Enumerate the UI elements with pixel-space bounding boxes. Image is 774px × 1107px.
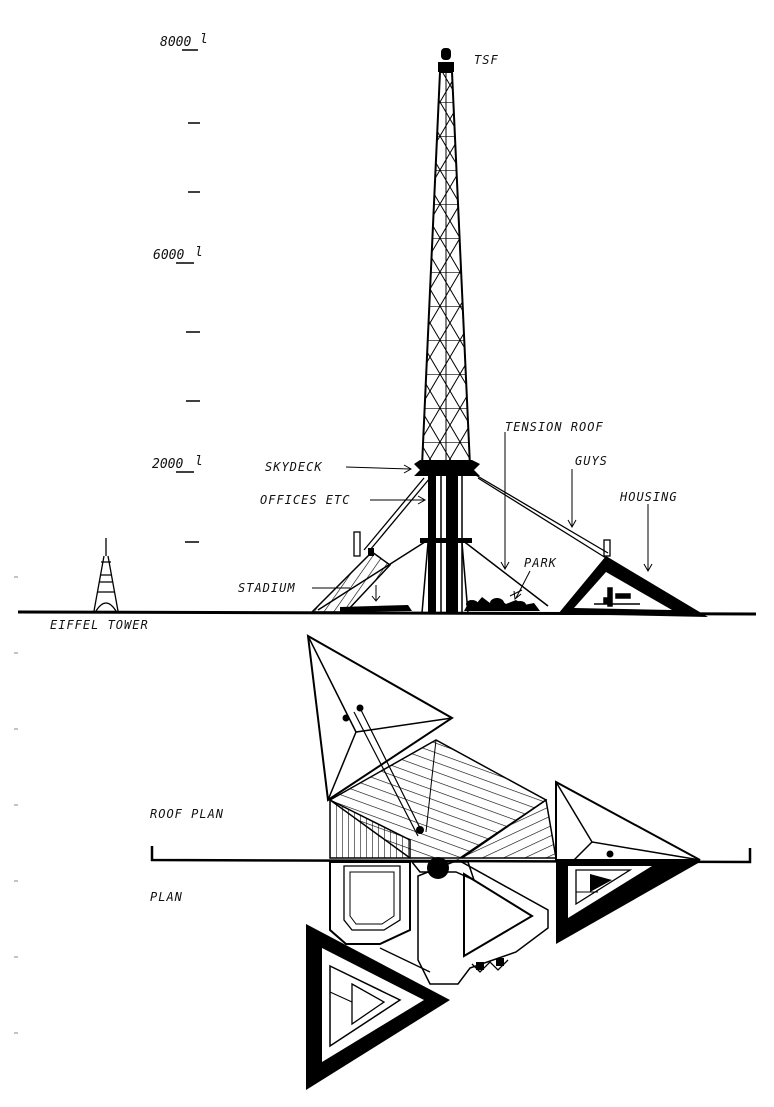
roof-plan-label: ROOF PLAN: [150, 807, 224, 821]
height-scale: 8000 l 6000 l 2000 l: [14, 32, 208, 1034]
offices-label: OFFICES ETC: [260, 493, 350, 507]
stadium-label: STADIUM: [238, 581, 296, 595]
park: [464, 589, 540, 611]
scale-label-2000: 2000: [152, 457, 183, 472]
scale-mark-8000: l: [200, 32, 208, 47]
park-label: PARK: [524, 556, 557, 570]
section-annotations: [312, 432, 653, 600]
tsf-tower: [414, 48, 480, 614]
scale-label-6000: 6000: [153, 248, 184, 263]
housing: [558, 539, 708, 617]
plan-label: PLAN: [150, 890, 183, 904]
housing-label: HOUSING: [619, 490, 678, 504]
plan-cut-line: [150, 846, 752, 864]
guys-label: GUYS: [575, 454, 608, 468]
eiffel-tower-label: EIFFEL TOWER: [50, 618, 149, 632]
skydeck-label: SKYDECK: [265, 460, 323, 474]
scale-mark-2000: l: [195, 454, 203, 469]
scale-mark-6000: l: [195, 245, 203, 260]
tsf-label: TSF: [474, 53, 499, 67]
tension-roof-label: TENSION ROOF: [505, 420, 604, 434]
floor-plan: [306, 857, 700, 1090]
stadium: [310, 531, 412, 613]
roof-plan: [306, 634, 701, 861]
eiffel-tower: [93, 538, 119, 612]
scale-label-8000: 8000: [160, 35, 191, 50]
